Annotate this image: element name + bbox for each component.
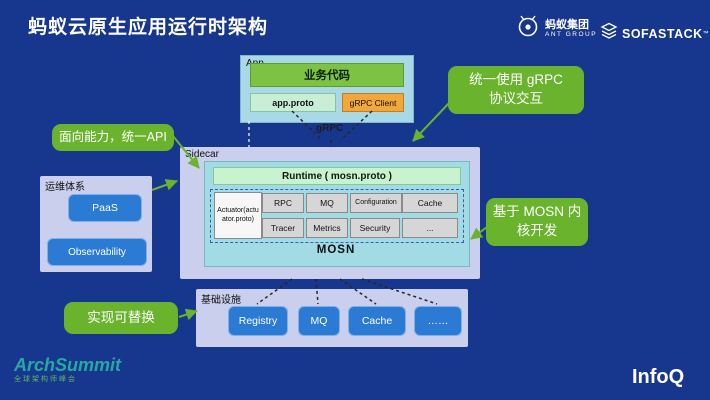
- ant-group-sub: ANT GROUP: [545, 30, 598, 38]
- mosn-label: MOSN: [316, 244, 356, 256]
- arrow-unified-grpc: [412, 101, 451, 142]
- capability-configuration: Configuration: [350, 193, 402, 213]
- capability-cache: Cache: [402, 193, 458, 213]
- capability-security: Security: [350, 218, 400, 238]
- sofastack-name: SOFASTACK: [622, 26, 703, 41]
- actuator-box: Actuator(actuator.proto): [214, 192, 262, 239]
- capability-metrics: Metrics: [306, 218, 348, 238]
- infrastructure-box-label: 基础设施: [201, 295, 241, 306]
- infra-mq-box: MQ: [298, 306, 340, 336]
- infra-more-box: ……: [414, 306, 462, 336]
- arrow-ops-to-sidecar: [151, 179, 178, 191]
- callout-replaceable: 实现可替换: [64, 302, 178, 334]
- capability-rpc: RPC: [262, 193, 304, 213]
- sofastack-tm: ™: [702, 30, 709, 37]
- sidecar-box-label: Sidecar: [185, 149, 219, 160]
- ant-group-name: 蚂蚁集团: [545, 18, 589, 31]
- slide-title: 蚂蚁云原生应用运行时架构: [28, 17, 269, 38]
- ant-group-icon: [516, 14, 540, 43]
- business-code-box: 业务代码: [250, 63, 404, 87]
- capabilities-dashed-area: [210, 189, 464, 243]
- ops-box-label: 运维体系: [45, 182, 85, 193]
- paas-box: PaaS: [68, 194, 142, 222]
- archsummit-name: ArchSummit: [14, 355, 122, 375]
- infra-cache-box: Cache: [348, 306, 406, 336]
- sofastack-icon: [600, 22, 618, 45]
- ant-group-logo: 蚂蚁集团 ANT GROUP: [516, 14, 597, 43]
- callout-unified-api: 面向能力，统一API: [52, 124, 174, 151]
- callout-unified-grpc: 统一使用 gRPC 协议交互: [448, 66, 584, 114]
- infoq-logo: InfoQ: [632, 366, 685, 388]
- arrow-replaceable: [178, 308, 198, 321]
- app-proto-box: app.proto: [250, 93, 336, 112]
- runtime-header: Runtime ( mosn.proto ): [213, 167, 461, 185]
- callout-mosn-kernel: 基于 MOSN 内 核开发: [486, 198, 588, 246]
- observability-box: Observability: [47, 238, 147, 266]
- grpc-client-box: gRPC Client: [342, 93, 404, 112]
- capability-more: ...: [402, 218, 458, 238]
- archsummit-logo: ArchSummit 全球架构师峰会: [14, 355, 122, 383]
- capability-tracer: Tracer: [262, 218, 304, 238]
- grpc-connector-label: gRPC: [316, 123, 344, 134]
- capability-mq: MQ: [306, 193, 348, 213]
- sofastack-logo: SOFASTACK ™: [600, 22, 709, 45]
- infra-registry-box: Registry: [228, 306, 288, 336]
- archsummit-sub: 全球架构师峰会: [14, 375, 77, 383]
